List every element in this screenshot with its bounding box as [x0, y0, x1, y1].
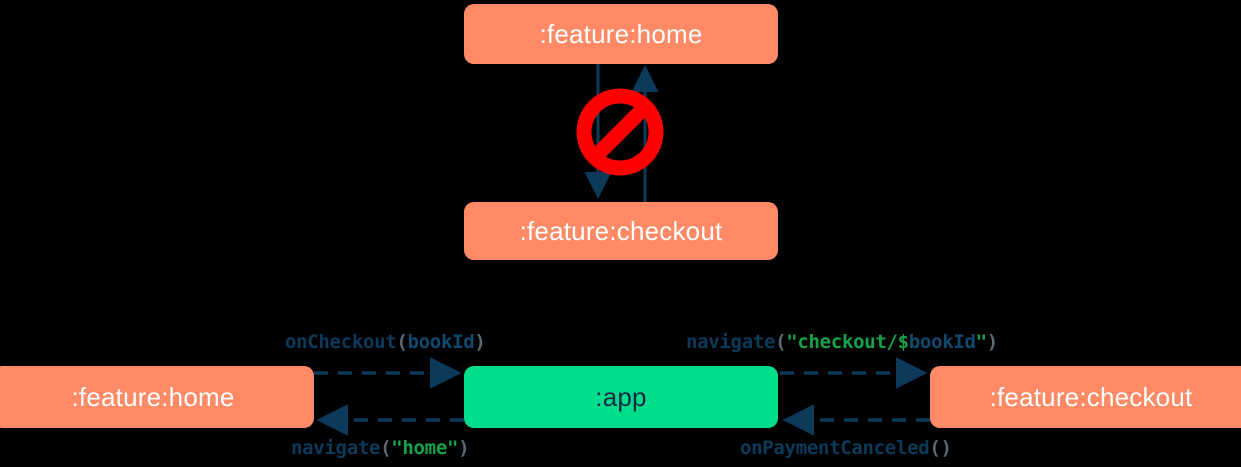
node-label: :app: [595, 381, 647, 412]
code-token-punct: (: [396, 331, 408, 353]
node-feature-home-top[interactable]: :feature:home: [464, 4, 778, 64]
node-app[interactable]: :app: [464, 366, 778, 428]
code-token-str: "checkout/$: [786, 331, 909, 353]
edge-label-navigate-home: navigate("home"): [291, 437, 470, 459]
code-token-punct: ): [986, 331, 998, 353]
node-label: :feature:home: [71, 381, 235, 412]
code-token-fn: navigate: [291, 437, 381, 459]
code-token-fn: navigate: [686, 331, 776, 353]
node-feature-checkout-bottom[interactable]: :feature:checkout: [930, 366, 1241, 428]
code-token-fn: onCheckout: [285, 331, 397, 353]
edge-label-navigate-checkout: navigate("checkout/$bookId"): [686, 331, 998, 353]
code-token-punct: (: [775, 331, 787, 353]
code-token-punct: (): [929, 437, 952, 459]
node-feature-checkout-top[interactable]: :feature:checkout: [464, 202, 778, 260]
node-label: :feature:checkout: [989, 381, 1193, 412]
forbidden-icon: [576, 88, 664, 176]
code-token-var: bookId: [407, 331, 475, 353]
code-token-str: ": [975, 331, 987, 353]
edge-label-on-checkout: onCheckout(bookId): [285, 331, 486, 353]
node-label: :feature:checkout: [519, 215, 723, 246]
code-token-var: bookId: [908, 331, 976, 353]
code-token-punct: (: [380, 437, 392, 459]
node-label: :feature:home: [539, 18, 703, 49]
code-token-punct: ): [458, 437, 470, 459]
code-token-punct: ): [474, 331, 486, 353]
node-feature-home-bottom[interactable]: :feature:home: [0, 366, 314, 428]
edge-label-on-payment-canceled: onPaymentCanceled(): [740, 437, 952, 459]
code-token-fn: onPaymentCanceled: [740, 437, 930, 459]
code-token-str: "home": [391, 437, 459, 459]
